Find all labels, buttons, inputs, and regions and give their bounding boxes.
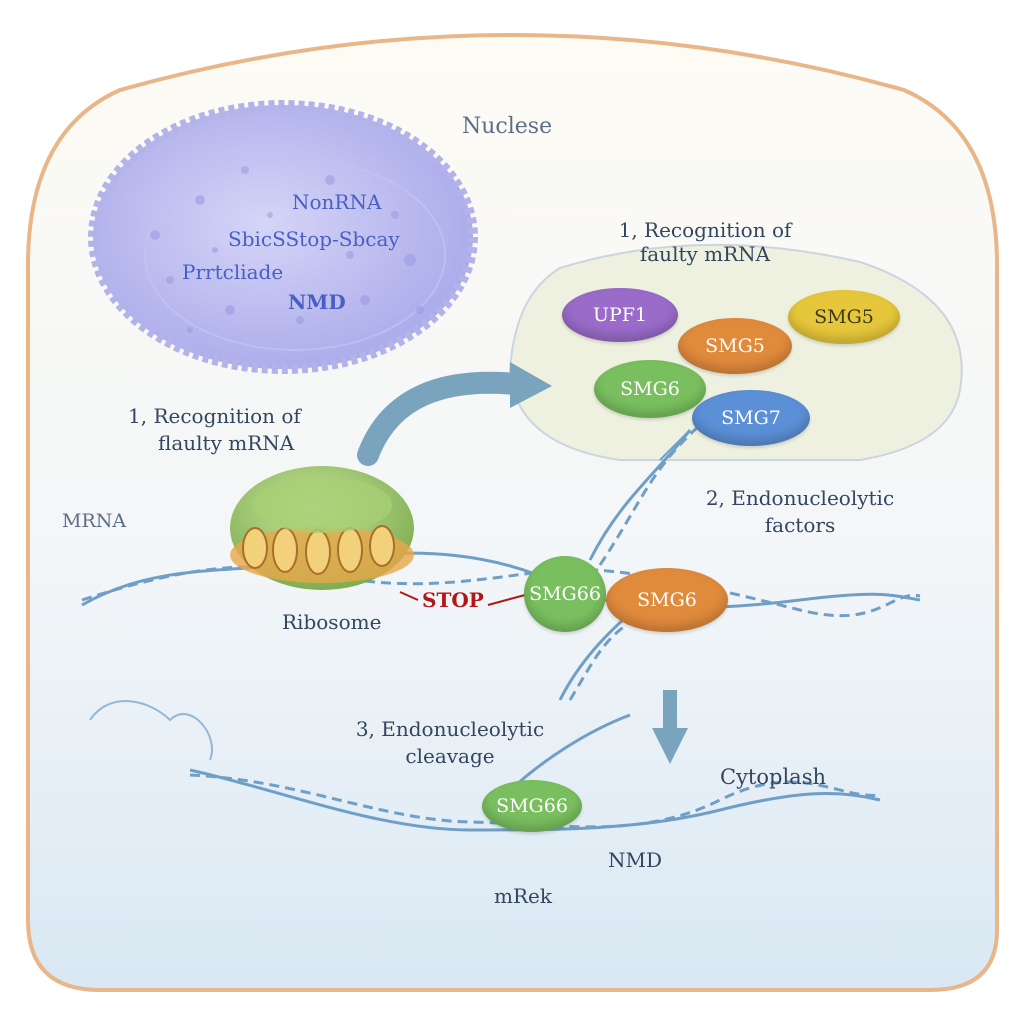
endonucleolytic-factors-line-1: 2, Endonucleolytic [705,486,895,510]
protein-smg5-center: SMG5 [678,318,792,374]
protein-smg7: SMG7 [692,390,810,446]
arrow-to-complex [357,371,536,466]
cytoplasm-label: Cytoplash [720,765,826,789]
protein-smg6-complex: SMG6 [594,360,706,418]
nucleus [88,100,478,374]
complex-title: 1, Recognition of faulty mRNA [595,218,815,266]
nucleus-line-1: NonRNA [292,190,382,214]
protein-smg6-bottom: SMG66 [482,780,582,832]
frayed-end [89,700,213,761]
nucleus-label: Nuclese [462,114,553,139]
ribosome [230,466,414,590]
recognition-label-line-1: 1, Recognition of [128,404,301,428]
cleavage-label-line-2: cleavage [405,744,495,768]
ribosome-label: Ribosome [282,610,382,634]
protein-upf1: UPF1 [562,288,678,342]
nucleus-line-4: NMD [288,290,346,314]
mrna-left-label: MRNA [62,510,127,532]
nucleus-line-3: Prrtcliade [182,260,284,284]
recognition-label: 1, Recognition of flaulty mRNA [128,403,301,457]
endonucleolytic-factors-line-2: factors [764,513,836,537]
complex-title-line-1: 1, Recognition of [618,218,792,242]
protein-smg5-right: SMG5 [788,290,900,344]
nucleus-line-2: SbicSStop-Sbcay [228,227,400,251]
mrna-bottom-label: mRek [494,884,552,908]
nmd-bottom-label: NMD [608,848,663,872]
stop-codon-label: STOP [422,588,484,612]
protein-smg6-middle: SMG66 [524,556,606,632]
cleavage-label: 3, Endonucleolytic cleavage [340,716,560,770]
protein-smg6-orange: SMG6 [606,568,728,632]
endonucleolytic-factors-label: 2, Endonucleolytic factors [700,485,900,539]
cleavage-label-line-1: 3, Endonucleolytic [355,717,545,741]
nucleus-texture [150,166,424,333]
recognition-label-line-2: flaulty mRNA [158,431,295,455]
complex-title-line-2: faulty mRNA [639,242,771,266]
mrna-bottom-strand [189,768,881,832]
